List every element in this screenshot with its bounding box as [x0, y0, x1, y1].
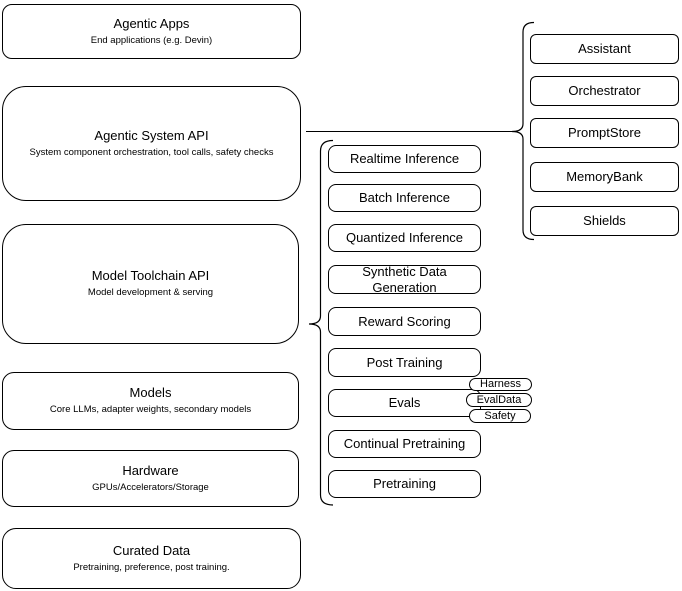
orchestrator-label: Orchestrator: [568, 83, 641, 99]
pretraining-label: Pretraining: [373, 476, 436, 492]
tag-evaldata: EvalData: [466, 393, 532, 407]
box-evals: Evals: [328, 389, 481, 417]
box-promptstore: PromptStore: [530, 118, 679, 148]
harness-label: Harness: [480, 378, 521, 390]
promptstore-label: PromptStore: [568, 125, 641, 141]
box-orchestrator: Orchestrator: [530, 76, 679, 106]
memorybank-label: MemoryBank: [566, 169, 643, 185]
box-memorybank: MemoryBank: [530, 162, 679, 192]
box-hardware: Hardware GPUs/Accelerators/Storage: [2, 450, 299, 507]
box-reward-scoring: Reward Scoring: [328, 307, 481, 336]
box-pretraining: Pretraining: [328, 470, 481, 498]
realtime-inference-label: Realtime Inference: [349, 151, 460, 167]
reward-scoring-label: Reward Scoring: [358, 313, 451, 329]
box-post-training: Post Training: [328, 348, 481, 377]
curated-data-subtitle: Pretraining, preference, post training.: [73, 561, 230, 573]
quantized-inference-label: Quantized Inference: [345, 230, 464, 246]
box-agentic-apps: Agentic Apps End applications (e.g. Devi…: [2, 4, 301, 59]
box-models: Models Core LLMs, adapter weights, secon…: [2, 372, 299, 430]
box-agentic-system-api: Agentic System API System component orch…: [2, 86, 301, 201]
box-model-toolchain-api: Model Toolchain API Model development & …: [2, 224, 299, 344]
toolchain-group-bracket: [308, 139, 334, 506]
box-curated-data: Curated Data Pretraining, preference, po…: [2, 528, 301, 589]
agentic-system-api-title: Agentic System API: [94, 127, 209, 143]
models-subtitle: Core LLMs, adapter weights, secondary mo…: [49, 404, 252, 416]
model-toolchain-api-subtitle: Model development & serving: [87, 287, 214, 299]
synthetic-data-generation-label: Synthetic Data Generation: [362, 263, 447, 295]
box-quantized-inference: Quantized Inference: [328, 224, 481, 252]
box-assistant: Assistant: [530, 34, 679, 64]
model-toolchain-api-title: Model Toolchain API: [91, 268, 210, 284]
box-batch-inference: Batch Inference: [328, 184, 481, 212]
tag-safety: Safety: [469, 409, 531, 423]
agentic-system-api-subtitle: System component orchestration, tool cal…: [29, 146, 274, 158]
evals-label: Evals: [388, 395, 421, 411]
box-synthetic-data-generation: Synthetic Data Generation: [328, 263, 481, 295]
evaldata-label: EvalData: [476, 393, 522, 406]
hardware-title: Hardware: [122, 462, 179, 478]
hardware-subtitle: GPUs/Accelerators/Storage: [92, 481, 209, 493]
assistant-label: Assistant: [578, 41, 631, 57]
agentic-apps-title: Agentic Apps: [113, 15, 190, 31]
agentic-apps-subtitle: End applications (e.g. Devin): [90, 34, 213, 46]
post-training-label: Post Training: [366, 354, 443, 370]
models-title: Models: [129, 385, 172, 401]
box-shields: Shields: [530, 206, 679, 236]
safety-label: Safety: [484, 409, 516, 422]
tag-harness: Harness: [469, 378, 532, 391]
components-group-bracket: [511, 21, 535, 241]
box-continual-pretraining: Continual Pretraining: [328, 430, 481, 458]
box-realtime-inference: Realtime Inference: [328, 145, 481, 173]
batch-inference-label: Batch Inference: [358, 190, 451, 206]
curated-data-title: Curated Data: [112, 542, 191, 558]
shields-label: Shields: [583, 213, 626, 229]
continual-pretraining-label: Continual Pretraining: [343, 436, 466, 452]
